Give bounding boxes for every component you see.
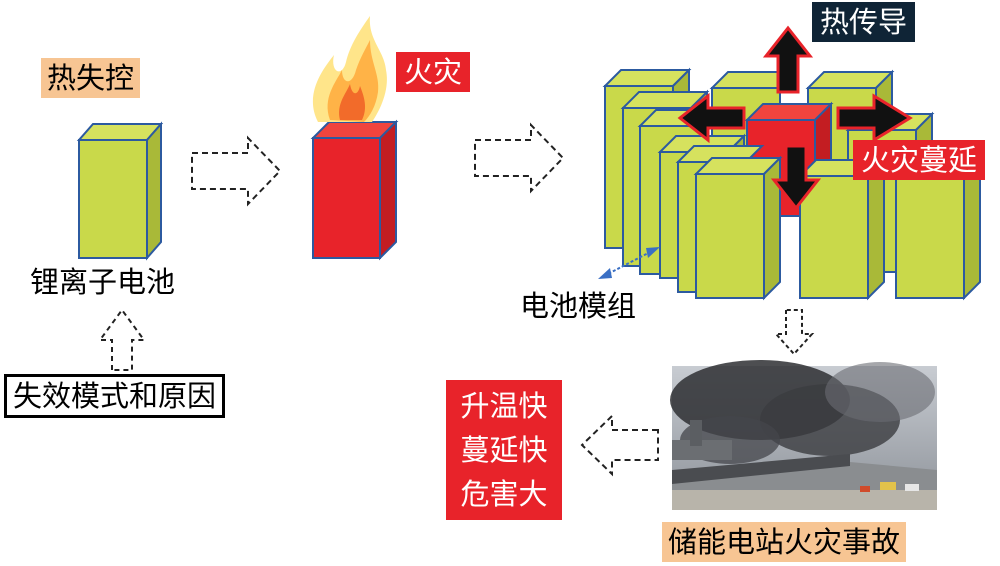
flame-icon bbox=[312, 16, 387, 122]
heat-arrow-up bbox=[762, 25, 814, 94]
consequences-box: 升温快 蔓延快 危害大 bbox=[446, 380, 562, 520]
consequence-heating: 升温快 bbox=[460, 389, 548, 423]
dashed-arrow-down bbox=[773, 309, 815, 356]
thermal-runaway-label: 热失控 bbox=[41, 58, 141, 98]
heat-arrow-down bbox=[770, 144, 822, 211]
battery-module-label: 电池模组 bbox=[520, 289, 637, 323]
heat-conduction-label: 热传导 bbox=[812, 2, 916, 42]
fire-label: 火灾 bbox=[396, 52, 471, 92]
pointer-arrow bbox=[598, 247, 660, 279]
fire-spread-label: 火灾蔓延 bbox=[853, 140, 986, 180]
burning-cell bbox=[310, 119, 399, 261]
dashed-arrow-up bbox=[98, 308, 146, 371]
heat-arrow-left bbox=[677, 92, 746, 144]
accident-photo bbox=[670, 360, 937, 510]
li-ion-battery-label: 锂离子电池 bbox=[30, 265, 176, 299]
dashed-arrow-right-2 bbox=[474, 122, 565, 194]
consequence-spread: 蔓延快 bbox=[460, 433, 548, 467]
li-ion-cell bbox=[76, 121, 164, 261]
accident-label: 储能电站火灾事故 bbox=[662, 522, 907, 562]
failure-modes-label: 失效模式和原因 bbox=[4, 374, 226, 418]
consequence-harm: 危害大 bbox=[460, 477, 548, 511]
dashed-arrow-right-1 bbox=[191, 135, 282, 207]
heat-arrow-right bbox=[836, 93, 913, 143]
dashed-arrow-left bbox=[580, 413, 659, 477]
